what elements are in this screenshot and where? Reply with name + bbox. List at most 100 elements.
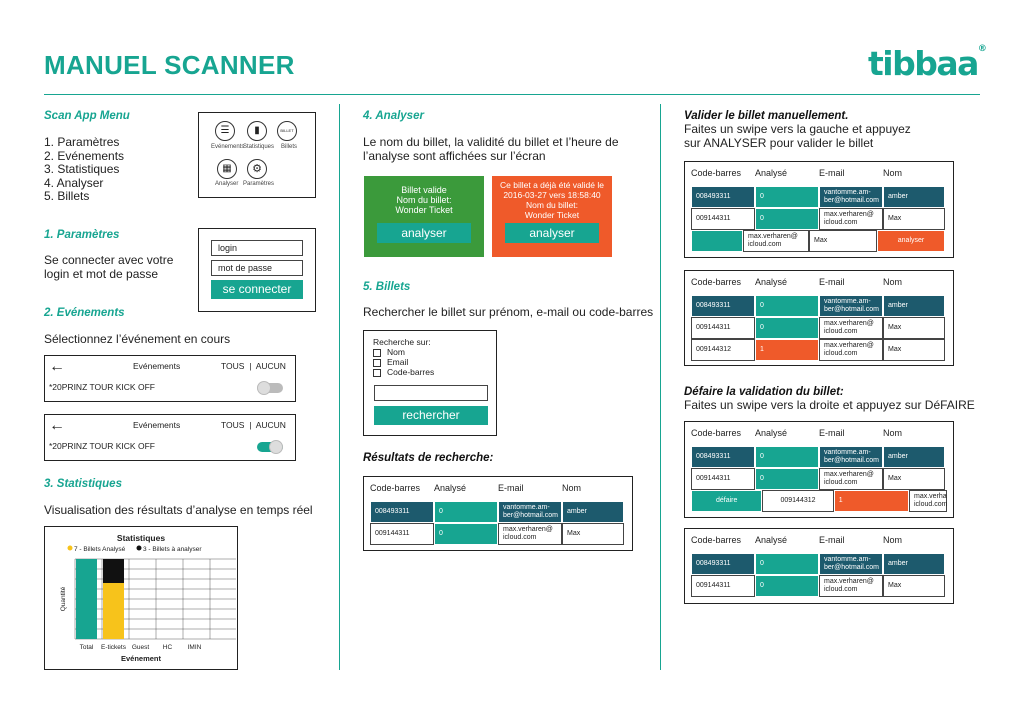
column-header: Nom [883, 535, 903, 545]
password-field[interactable]: mot de passe [211, 260, 303, 276]
tibbaa-logo: tibbaa® [868, 44, 987, 83]
email-cell: max.verharen@ icloud.com [498, 523, 562, 545]
manual-text1: Faites un swipe vers la gauche et appuye… [684, 122, 911, 136]
menu-item: 2. Evénements [44, 148, 125, 163]
analysed-cell: 0 [755, 317, 819, 339]
event-toggle-off[interactable] [257, 381, 283, 395]
stats-heading: 3. Statistiques [44, 478, 122, 490]
login-field[interactable]: login [211, 240, 303, 256]
events-icon[interactable]: ☰ [215, 121, 235, 141]
analysed-cell: 0 [755, 208, 819, 230]
email-cell: vantomme.am- ber@hotmail.com [819, 446, 883, 468]
icon-label: Billets [281, 144, 298, 150]
analyser-swipe-button[interactable]: analyser [877, 230, 945, 252]
event-mockup-2: ← Evénements TOUS | AUCUN *20PRINZ TOUR … [44, 414, 296, 461]
checkbox[interactable] [373, 358, 381, 367]
valid-line: Wonder Ticket [395, 205, 453, 215]
tous-aucun: TOUS | AUCUN [221, 420, 286, 430]
invalid-ticket-screen: Ce billet a déjà été validé le 2016-03-2… [492, 176, 612, 257]
search-label: Recherche sur: [373, 337, 431, 347]
valid-line: Billet valide [401, 185, 447, 195]
analyser-button[interactable]: analyser [377, 223, 471, 243]
option-code[interactable]: Code-barres [373, 367, 434, 377]
x-tick-label: HC [163, 644, 173, 651]
aucun-link[interactable]: AUCUN [255, 361, 286, 371]
events-heading: 2. Evénements [44, 307, 125, 319]
tickets-icon[interactable]: BILLET [277, 121, 297, 141]
undo-swipe-button[interactable]: défaire [691, 490, 763, 512]
y-axis-label: Quantité [60, 586, 67, 611]
event-name: *20PRINZ TOUR KICK OFF [49, 382, 155, 392]
scan-menu-heading: Scan App Menu [44, 110, 130, 122]
event-toggle-on[interactable] [257, 440, 283, 454]
column-divider-1 [339, 104, 340, 670]
login-button[interactable]: se connecter [211, 280, 303, 299]
analyser-heading: 4. Analyser [363, 110, 424, 122]
checkbox[interactable] [373, 368, 381, 377]
column-header: Code-barres [691, 168, 742, 178]
column-header: E-mail [498, 483, 524, 493]
option-email[interactable]: Email [373, 357, 434, 367]
events-bar-title: Evénements [133, 420, 181, 430]
legend-dot-pending [136, 545, 142, 551]
column-header: E-mail [819, 168, 845, 178]
separator: | [249, 420, 252, 430]
column-header: Analysé [434, 483, 467, 493]
option-label: Email [387, 357, 409, 367]
analysed-cell: 0 [755, 186, 819, 208]
barcode-cell: 009144311 [691, 208, 755, 230]
name-cell: Max [562, 523, 624, 545]
name-cell: Max [883, 317, 945, 339]
bar-analysed [103, 583, 124, 639]
gear-icon[interactable]: ⚙ [247, 159, 267, 179]
search-button[interactable]: rechercher [374, 406, 488, 425]
tous-link[interactable]: TOUS [221, 361, 245, 371]
option-label: Code-barres [387, 367, 435, 377]
back-arrow-icon[interactable]: ← [49, 358, 65, 375]
column-header: Code-barres [370, 483, 421, 493]
header-divider [44, 94, 980, 95]
analyser-text: Le nom du billet, la validité du billet … [363, 135, 619, 163]
name-cell: Max [883, 468, 945, 490]
back-arrow-icon[interactable]: ← [49, 417, 65, 434]
email-cell: vantomme.am- ber@hotmail.com [498, 501, 562, 523]
invalid-line: Ce billet a déjà été validé le [500, 180, 604, 190]
email-cell: max.verharen@ icloud.com [819, 339, 883, 361]
search-input[interactable] [374, 385, 488, 401]
icon-label: Statistiques [243, 144, 275, 150]
scan-menu-list: 1. Paramètres 2. Evénements 3. Statistiq… [44, 135, 125, 204]
analysed-cell: 0 [755, 575, 819, 597]
aucun-link[interactable]: AUCUN [255, 420, 286, 430]
event-name: *20PRINZ TOUR KICK OFF [49, 441, 155, 451]
params-heading: 1. Paramètres [44, 229, 120, 241]
checkbox[interactable] [373, 348, 381, 357]
scan-icon[interactable]: ▦ [217, 159, 237, 179]
x-axis-label: Evénement [121, 654, 162, 663]
name-cell: Max [883, 575, 945, 597]
barcode-cell: 009144312 [691, 339, 755, 361]
undo-heading: Défaire la validation du billet: [684, 386, 844, 398]
analyser-button[interactable]: analyser [505, 223, 599, 243]
option-nom[interactable]: Nom [373, 347, 434, 357]
barcode-cell: 008493311 [691, 295, 755, 317]
stats-icon[interactable]: ▮ [247, 121, 267, 141]
billets-text: Rechercher le billet sur prénom, e-mail … [363, 305, 654, 319]
tous-link[interactable]: TOUS [221, 420, 245, 430]
